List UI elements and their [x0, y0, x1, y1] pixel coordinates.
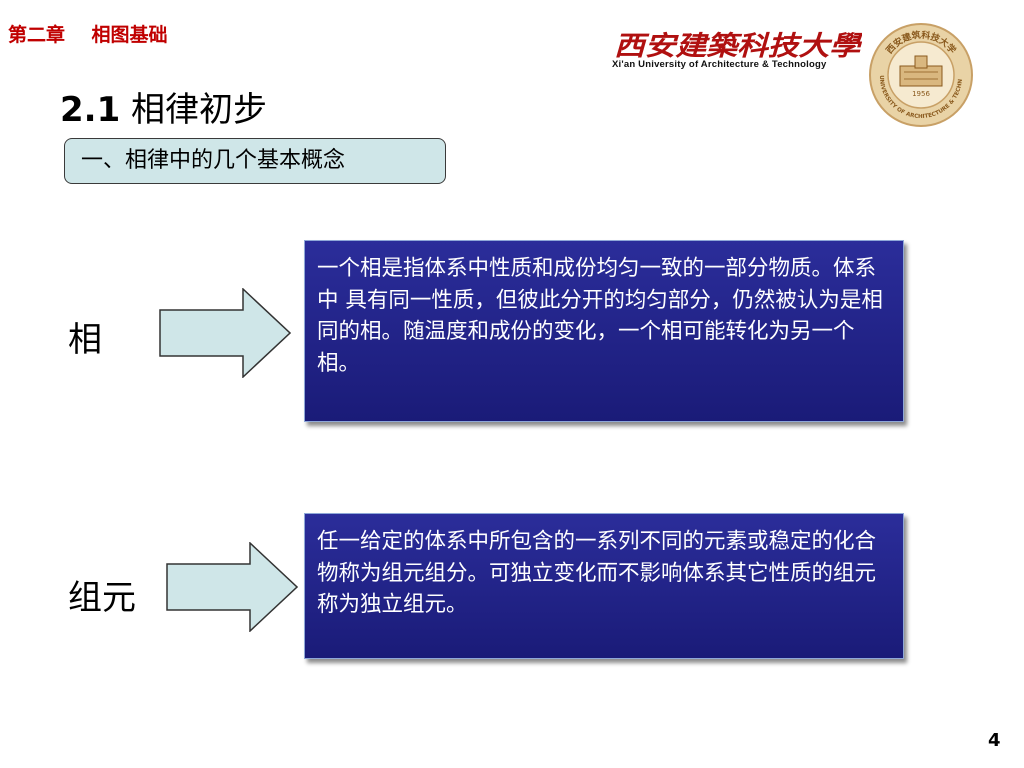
- term-component: 组元: [68, 578, 136, 618]
- concepts-heading-box: 一、相律中的几个基本概念: [64, 138, 446, 184]
- university-seal-icon: 西安建筑科技大学 XIAN UNIVERSITY OF ARCHITECTURE…: [868, 22, 973, 127]
- definition-box-component: 任一给定的体系中所包含的一系列不同的元素或稳定的化合物称为组元组分。可独立变化而…: [304, 513, 904, 659]
- definition-box-phase: 一个相是指体系中性质和成份均匀一致的一部分物质。体系中 具有同一性质，但彼此分开…: [304, 240, 904, 422]
- university-name-english: Xi'an University of Architecture & Techn…: [612, 59, 827, 70]
- arrow-right-icon: [159, 288, 291, 378]
- university-logo-calligraphy: 西安建築科技大學: [614, 31, 862, 60]
- page-number: 4: [988, 730, 1001, 751]
- chapter-label: 第二章 相图基础: [8, 24, 168, 46]
- slide-title: 2.1 相律初步: [60, 82, 267, 131]
- term-phase: 相: [68, 320, 102, 360]
- section-number: 2.1: [60, 90, 121, 130]
- arrow-right-icon: [166, 542, 298, 632]
- svg-text:1956: 1956: [912, 90, 930, 98]
- svg-text:西安建築科技大學: 西安建築科技大學: [614, 31, 862, 60]
- section-title-text: 相律初步: [131, 90, 268, 130]
